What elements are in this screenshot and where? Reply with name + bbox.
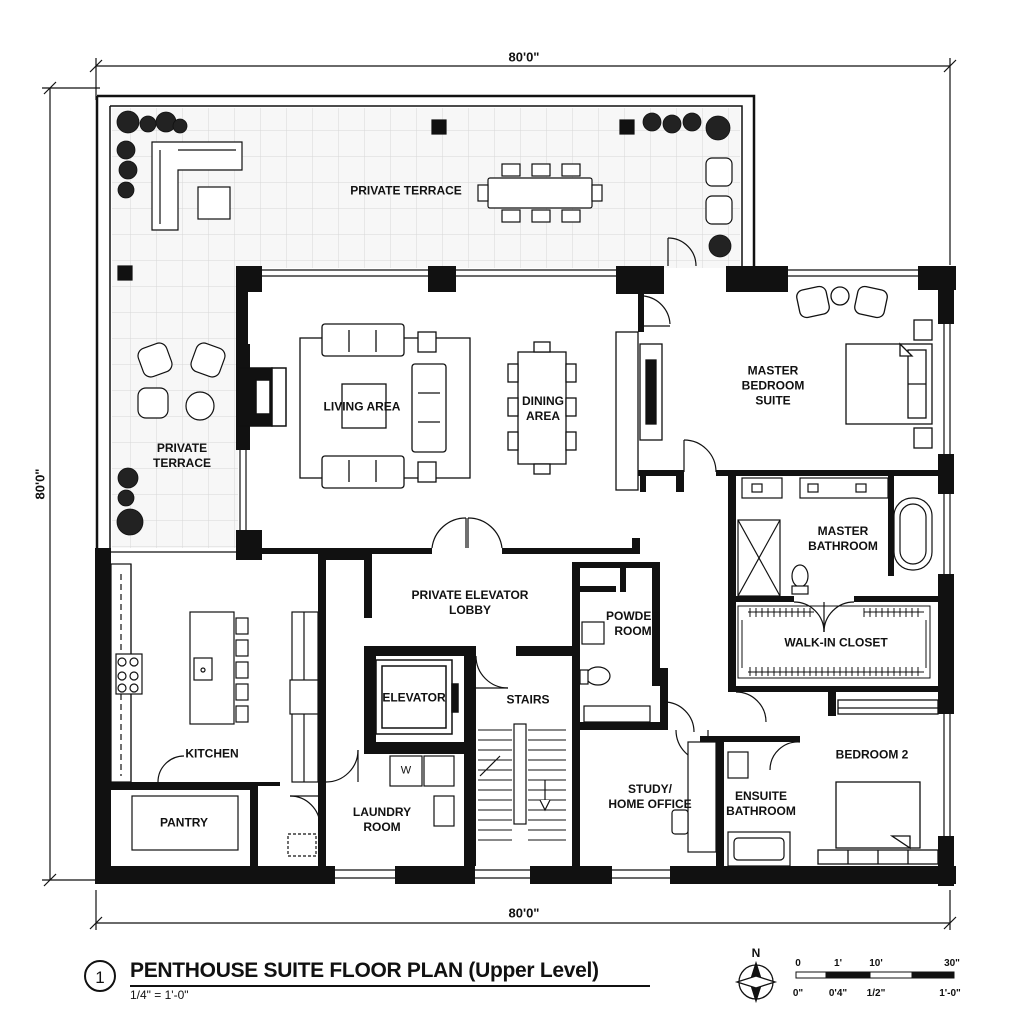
closet-hangers bbox=[749, 608, 919, 676]
walk-in-closet-racks bbox=[737, 605, 931, 679]
room-label-master-bathroom: MASTER BATHROOM bbox=[808, 524, 878, 553]
scale-top-label-2: 10' bbox=[869, 958, 883, 969]
powder-room-fixtures bbox=[579, 621, 651, 723]
title-block: 1 PENTHOUSE SUITE FLOOR PLAN (Upper Leve… bbox=[84, 955, 684, 1005]
dimension-bottom: 80'0" bbox=[505, 905, 543, 921]
scale-bottom-label-3: 1'-0" bbox=[939, 988, 961, 999]
north-label: N bbox=[751, 946, 761, 960]
room-label-laundry-room: LAUNDRY ROOM bbox=[352, 805, 412, 834]
room-label-study-home-office: STUDY/ HOME OFFICE bbox=[608, 782, 692, 811]
elevator-car bbox=[375, 659, 459, 735]
room-label-private-terrace-west: PRIVATE TERRACE bbox=[152, 441, 212, 470]
terrace-floor bbox=[95, 94, 756, 548]
room-label-walk-in-closet: WALK-IN CLOSET bbox=[784, 635, 888, 650]
room-label-elevator: ELEVATOR bbox=[382, 690, 446, 705]
dimension-top: 80'0" bbox=[505, 49, 543, 65]
drawing-number: 1 bbox=[84, 960, 116, 992]
dimension-lines bbox=[42, 58, 957, 930]
bedroom2-furniture bbox=[817, 699, 939, 865]
room-label-living-area: LIVING AREA bbox=[323, 399, 401, 414]
room-label-private-terrace-north: PRIVATE TERRACE bbox=[350, 183, 462, 198]
room-label-master-bedroom-suite: MASTER BEDROOM SUITE bbox=[741, 363, 805, 408]
master-bedroom-furniture bbox=[796, 285, 933, 449]
room-label-pantry: PANTRY bbox=[160, 815, 208, 830]
living-furniture bbox=[299, 323, 663, 491]
north-arrow-icon bbox=[734, 960, 778, 1004]
stair-details bbox=[479, 723, 551, 825]
stair-treads bbox=[478, 729, 566, 841]
scale-bar bbox=[795, 971, 955, 979]
washer-mark: W bbox=[400, 764, 412, 777]
room-label-powder-room: POWDER ROOM bbox=[606, 609, 660, 638]
scale-bottom-label-0: 0" bbox=[792, 988, 804, 999]
planters bbox=[116, 110, 732, 536]
room-label-dining-area: DINING AREA bbox=[522, 394, 564, 423]
interior-walls bbox=[111, 290, 940, 866]
plan-title: PENTHOUSE SUITE FLOOR PLAN (Upper Level) bbox=[130, 959, 599, 982]
plan-scale: 1/4" = 1'-0" bbox=[130, 988, 189, 1002]
title-underline bbox=[130, 985, 650, 987]
windows bbox=[111, 269, 951, 879]
dimension-left: 80'0" bbox=[32, 465, 48, 503]
ensuite-fixtures bbox=[727, 751, 791, 867]
room-label-stairs: STAIRS bbox=[506, 692, 550, 707]
scale-top-label-0: 0 bbox=[795, 958, 801, 969]
kitchen-fixtures bbox=[110, 563, 319, 851]
master-bath-fixtures bbox=[737, 477, 933, 597]
room-label-ensuite-bathroom: ENSUITE BATHROOM bbox=[726, 789, 796, 818]
room-label-kitchen: KITCHEN bbox=[185, 746, 239, 761]
laundry-fixtures bbox=[287, 755, 455, 857]
room-label-bedroom-2: BEDROOM 2 bbox=[835, 747, 909, 762]
scale-bottom-label-2: 1/2" bbox=[866, 988, 886, 999]
scale-top-label-1: 1' bbox=[834, 958, 842, 969]
scale-bottom-label-1: 0'4" bbox=[828, 988, 848, 999]
study-furniture bbox=[671, 741, 717, 853]
terrace-furniture bbox=[117, 119, 733, 421]
scale-top-label-3: 30" bbox=[944, 958, 960, 969]
room-label-private-elevator-lobby: PRIVATE ELEVATOR LOBBY bbox=[411, 588, 529, 617]
fireplace bbox=[237, 367, 287, 427]
